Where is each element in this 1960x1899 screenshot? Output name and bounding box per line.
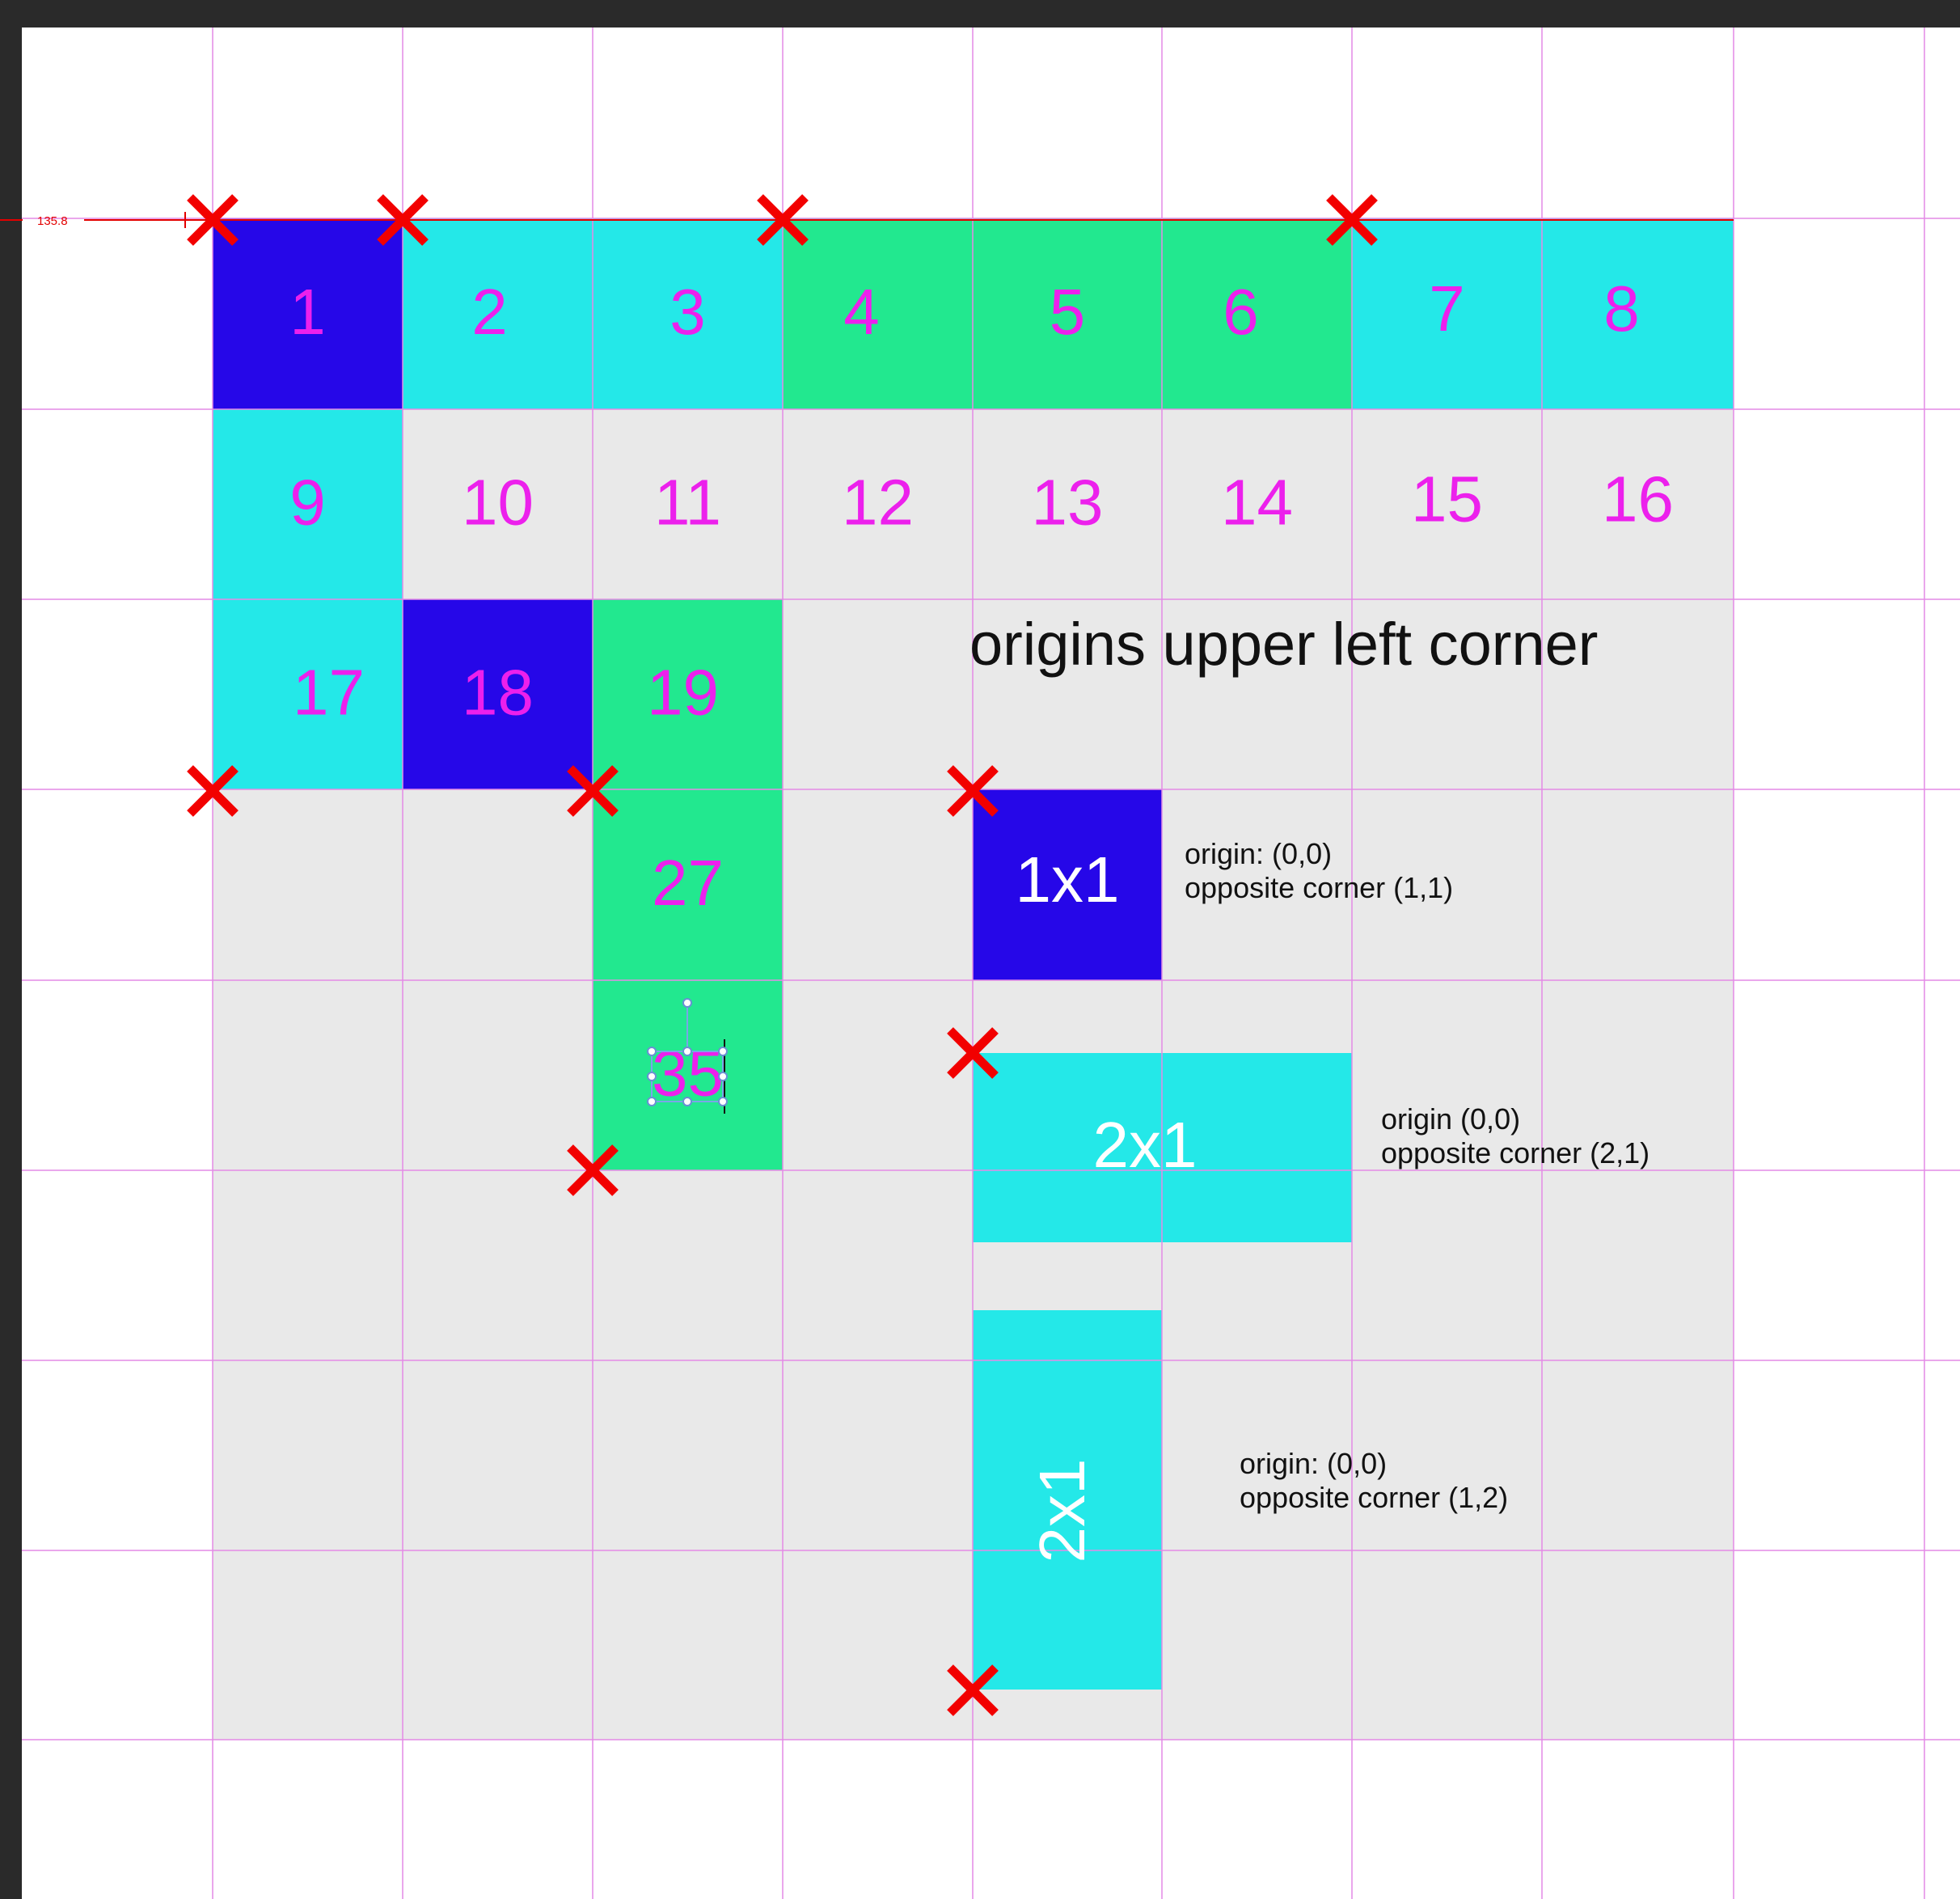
cell-label-8: 8 xyxy=(1603,273,1640,345)
grid-cell-5[interactable] xyxy=(973,218,1162,409)
cell-label-5: 5 xyxy=(1050,276,1086,348)
x-mark-icon xyxy=(947,1664,999,1716)
cells-layer xyxy=(213,218,1734,1170)
cell-label-1: 1 xyxy=(289,276,326,348)
block-2x1-vertical-label: 2x1 xyxy=(1026,1459,1098,1563)
x-mark-icon xyxy=(567,765,619,817)
cell-label-7: 7 xyxy=(1429,273,1465,345)
x-mark-icon xyxy=(187,194,239,246)
cell-label-15: 15 xyxy=(1411,463,1483,535)
ruler-guide[interactable]: 135.8 xyxy=(0,212,1734,228)
block-1x1-label: 1x1 xyxy=(1016,844,1120,916)
x-mark-icon xyxy=(567,1144,619,1196)
guides-layer xyxy=(22,27,1960,1899)
x-mark-icon xyxy=(377,194,429,246)
cell-label-12: 12 xyxy=(842,467,914,539)
top-frame xyxy=(0,0,1960,27)
grid-cell-6[interactable] xyxy=(1162,218,1352,409)
cell-label-3: 3 xyxy=(670,276,706,348)
grid-cell-17[interactable] xyxy=(213,599,403,789)
cell-label-6: 6 xyxy=(1223,276,1259,348)
block-2x1-horizontal-origin-note: origin (0,0) xyxy=(1381,1102,1520,1136)
grid-cell-27[interactable] xyxy=(593,789,783,980)
grid-cell-19[interactable] xyxy=(593,599,783,789)
grid-cell-8[interactable] xyxy=(1542,218,1734,409)
cell-label-4: 4 xyxy=(843,276,880,348)
cell-label-2: 2 xyxy=(471,276,508,348)
cell-label-9: 9 xyxy=(289,467,326,539)
markers-layer xyxy=(187,194,1378,1716)
x-mark-icon xyxy=(187,765,239,817)
grid-cell-3[interactable] xyxy=(593,218,783,409)
block-2x1-horizontal-corner-note: opposite corner (2,1) xyxy=(1381,1136,1650,1169)
diagram-heading: origins upper left corner xyxy=(969,611,1598,678)
selection-handles-icon[interactable] xyxy=(647,998,728,1114)
x-mark-icon xyxy=(947,765,999,817)
x-mark-icon xyxy=(947,1027,999,1079)
cell-label-13: 13 xyxy=(1032,467,1104,539)
grid-cell-7[interactable] xyxy=(1352,218,1542,409)
x-mark-icon xyxy=(757,194,809,246)
cell-label-10: 10 xyxy=(462,467,534,539)
cell-label-18: 18 xyxy=(462,657,534,729)
block-2x1-horizontal-label: 2x1 xyxy=(1093,1109,1198,1181)
block-2x1-vertical[interactable] xyxy=(973,1310,1162,1690)
grid-cell-2[interactable] xyxy=(403,218,593,409)
block-1x1[interactable] xyxy=(973,789,1162,980)
grid-cell-9[interactable] xyxy=(213,409,403,599)
cell-label-19: 19 xyxy=(647,657,719,729)
grid-cell-18[interactable] xyxy=(403,599,593,789)
cell-label-14: 14 xyxy=(1221,467,1293,539)
grid-cell-4[interactable] xyxy=(783,218,973,409)
left-frame xyxy=(0,0,22,1899)
grid-cell-1[interactable] xyxy=(213,218,403,409)
cell-label-27: 27 xyxy=(652,847,724,919)
block-1x1-corner-note: opposite corner (1,1) xyxy=(1185,871,1453,904)
cell-label-11: 11 xyxy=(654,467,721,539)
block-1x1-origin-note: origin: (0,0) xyxy=(1185,837,1332,870)
block-2x1-vertical-origin-note: origin: (0,0) xyxy=(1240,1447,1387,1480)
x-mark-icon xyxy=(1326,194,1378,246)
ruler-value: 135.8 xyxy=(37,214,68,228)
cell-label-16: 16 xyxy=(1602,463,1674,535)
block-2x1-vertical-corner-note: opposite corner (1,2) xyxy=(1240,1481,1508,1514)
cell-label-17: 17 xyxy=(293,657,365,729)
